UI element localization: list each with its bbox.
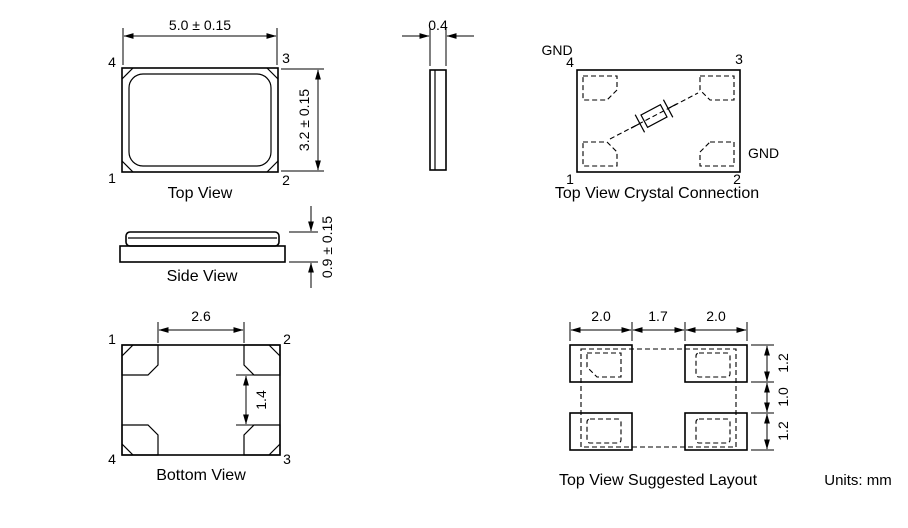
end-view-width-dimension: 0.4: [402, 17, 474, 66]
side-view: 0.9 ± 0.15 Side View: [119, 206, 335, 288]
bottom-pad-2: [243, 344, 281, 376]
connection-pad-4: [582, 75, 618, 101]
connection-pad-3: [699, 75, 735, 101]
connection-pads: [582, 75, 735, 167]
connection-pad-1: [582, 141, 618, 167]
layout-chip-pads: [586, 352, 731, 444]
top-view-package-outline: [121, 67, 279, 173]
connection-title: Top View Crystal Connection: [555, 185, 759, 202]
layout-dim-row-top: 1.2: [775, 353, 791, 373]
bottom-view-pin4-label: 4: [108, 451, 116, 467]
bottom-pad-1: [121, 344, 159, 376]
side-view-title: Side View: [167, 268, 238, 285]
bottom-view-gap-dimension: 2.6: [157, 308, 245, 343]
bottom-pad-3: [243, 424, 281, 456]
top-view-corner-marks: [121, 67, 279, 173]
top-view-height-dimension: 3.2 ± 0.15: [281, 68, 324, 172]
top-view: 5.0 ± 0.15 3.2 ± 0.15 4 3 1 2 Top View: [108, 17, 324, 202]
layout-pad-tl: [569, 344, 633, 383]
layout-dim-row-mid: 1.0: [775, 387, 791, 407]
side-view-lid: [125, 231, 280, 247]
layout-dim-col-mid: 1.7: [648, 308, 668, 324]
connection-pin3-label: 3: [735, 51, 743, 67]
layout-package-outline: [580, 348, 737, 448]
crystal-symbol-icon: [630, 99, 678, 133]
layout-chip-pad-bl: [586, 418, 622, 444]
bottom-view-title: Bottom View: [156, 467, 246, 484]
connection-pin1-label: 1: [566, 171, 574, 187]
gnd-label-right: GND: [748, 145, 779, 161]
top-view-lid-outline: [128, 73, 272, 167]
connection-pin2-label: 2: [733, 171, 741, 187]
bottom-view-pads: [121, 344, 281, 456]
top-view-pin1-label: 1: [108, 170, 116, 186]
connection-pad-2: [699, 141, 735, 167]
layout-chip-pad-br: [695, 418, 731, 444]
side-view-height-value: 0.9 ± 0.15: [319, 216, 335, 278]
bottom-view: 2.6 1.4 1 2 4 3 Bottom View: [108, 308, 291, 484]
bottom-view-corner-marks: [121, 344, 281, 456]
layout-vertical-dimensions: 1.2 1.0 1.2: [751, 344, 791, 451]
layout-pad-bl: [569, 412, 633, 451]
top-view-title: Top View: [168, 185, 233, 202]
bottom-pad-4: [121, 424, 159, 456]
layout-dim-row-bottom: 1.2: [775, 421, 791, 441]
layout-pad-tr: [684, 344, 748, 383]
suggested-layout-view: 2.0 1.7 2.0 1.2 1.0 1.2 Top View Suggest…: [559, 308, 791, 489]
bottom-view-vgap-dimension: 1.4: [236, 374, 269, 426]
layout-pads: [569, 344, 748, 451]
side-view-base: [119, 245, 286, 263]
bottom-view-pin2-label: 2: [283, 331, 291, 347]
end-view-width-value: 0.4: [428, 17, 448, 33]
bottom-view-vgap-value: 1.4: [253, 390, 269, 410]
crystal-connection-view: GND 4 3 GND 1 2 Top View Crystal Connect…: [541, 42, 779, 202]
connection-trace: [609, 92, 699, 140]
bottom-view-pin1-label: 1: [108, 331, 116, 347]
layout-dim-col-right: 2.0: [706, 308, 726, 324]
bottom-view-outline: [121, 344, 281, 456]
gnd-label-top: GND: [541, 42, 572, 58]
end-view-body: [429, 69, 447, 171]
bottom-view-pin3-label: 3: [283, 451, 291, 467]
side-view-height-dimension: 0.9 ± 0.15: [289, 206, 335, 288]
layout-chip-pad-tr: [695, 352, 731, 378]
bottom-view-gap-value: 2.6: [191, 308, 211, 324]
connection-package-outline: [576, 69, 741, 173]
units-label: Units: mm: [824, 472, 892, 489]
top-view-pin2-label: 2: [282, 172, 290, 188]
top-view-height-value: 3.2 ± 0.15: [296, 89, 312, 151]
connection-pin4-label: 4: [566, 54, 574, 70]
top-view-width-value: 5.0 ± 0.15: [169, 17, 231, 33]
end-view: 0.4: [402, 17, 474, 171]
top-view-pin3-label: 3: [282, 50, 290, 66]
layout-pad-br: [684, 412, 748, 451]
top-view-pin4-label: 4: [108, 54, 116, 70]
layout-title: Top View Suggested Layout: [559, 472, 758, 489]
layout-chip-pad-tl: [586, 352, 622, 378]
layout-horizontal-dimensions: 2.0 1.7 2.0: [569, 308, 748, 341]
layout-dim-col-left: 2.0: [591, 308, 611, 324]
top-view-width-dimension: 5.0 ± 0.15: [122, 17, 278, 65]
